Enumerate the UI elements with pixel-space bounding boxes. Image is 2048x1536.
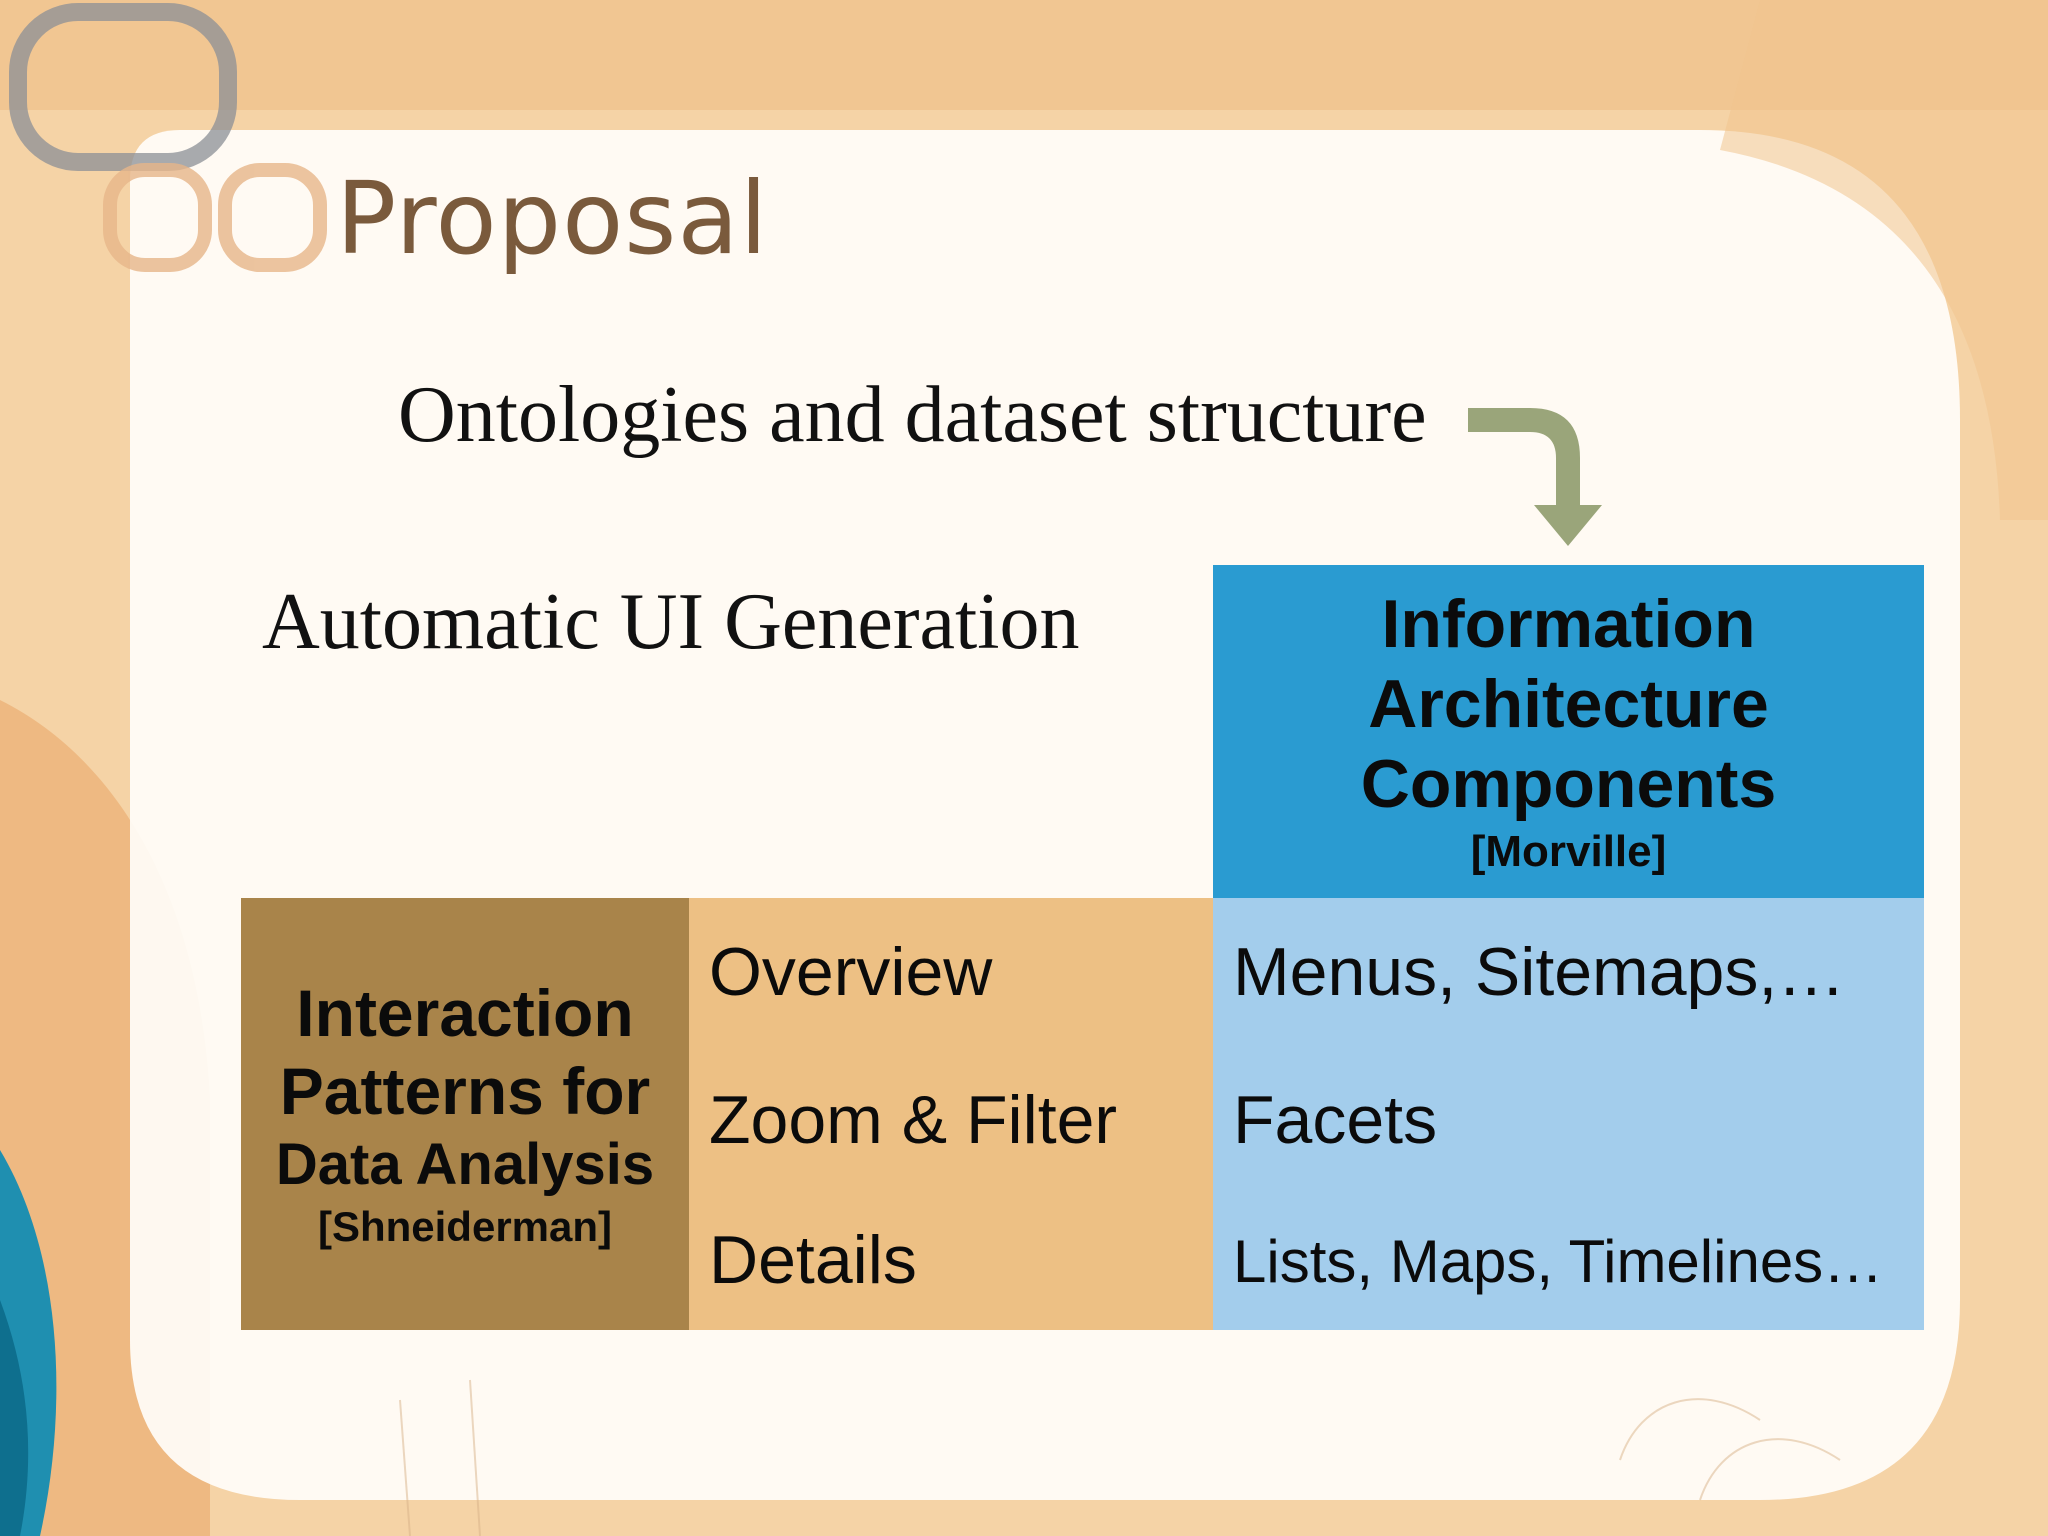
bent-arrow-down-icon <box>1460 400 1620 550</box>
pattern-zoom-filter: Zoom & Filter <box>709 1080 1117 1160</box>
ip-header-line-2: Patterns for <box>280 1052 650 1130</box>
ia-components-column: Menus, Sitemaps,… Facets Lists, Maps, Ti… <box>1213 898 1924 1330</box>
interaction-patterns-header: Interaction Patterns for Data Analysis [… <box>241 898 689 1330</box>
component-menus-sitemaps: Menus, Sitemaps,… <box>1233 932 1845 1012</box>
automatic-ui-generation-label: Automatic UI Generation <box>262 577 1080 668</box>
information-architecture-header: Information Architecture Components [Mor… <box>1213 565 1924 898</box>
slide-title: Proposal <box>336 160 768 277</box>
ia-header-line-1: Information <box>1382 584 1756 664</box>
pattern-details: Details <box>709 1220 917 1300</box>
component-facets: Facets <box>1233 1080 1437 1160</box>
ia-header-citation: [Morville] <box>1471 824 1667 880</box>
ip-header-citation: [Shneiderman] <box>318 1200 612 1254</box>
ip-header-line-3: Data Analysis <box>276 1130 654 1200</box>
component-lists-maps-timelines: Lists, Maps, Timelines… <box>1233 1222 1883 1302</box>
ia-header-line-2: Architecture <box>1368 664 1769 744</box>
ontologies-subtitle: Ontologies and dataset structure <box>398 370 1427 461</box>
pattern-overview: Overview <box>709 932 992 1012</box>
ia-header-line-3: Components <box>1361 744 1777 824</box>
ip-header-line-1: Interaction <box>296 974 633 1052</box>
interaction-patterns-column: Overview Zoom & Filter Details <box>689 898 1213 1330</box>
